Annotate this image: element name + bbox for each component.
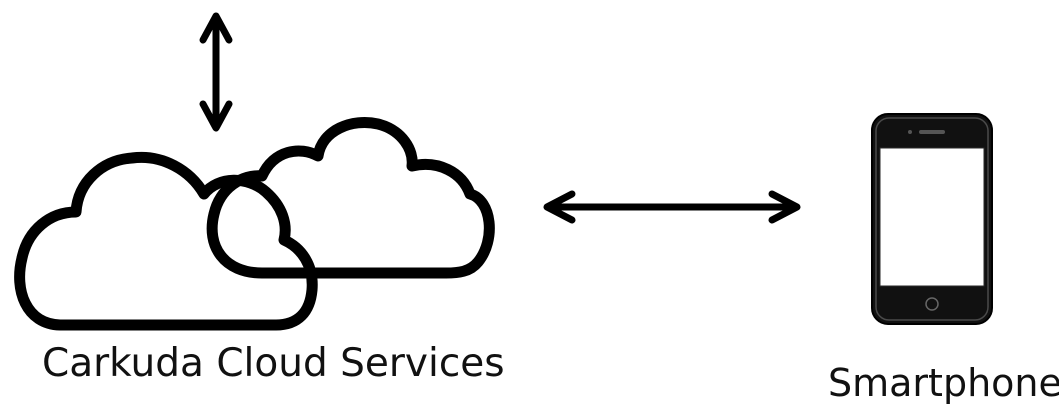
phone-bezel-highlight — [875, 117, 989, 321]
double-arrow-horizontal-icon — [543, 190, 801, 224]
double-arrow-vertical-icon — [199, 12, 233, 132]
phone-speaker — [919, 130, 945, 134]
cloud-services-label: Carkuda Cloud Services — [42, 341, 505, 386]
front-cloud-icon — [14, 151, 318, 331]
smartphone-icon — [871, 113, 993, 325]
back-cloud-icon — [206, 117, 495, 279]
phone-camera — [908, 130, 912, 134]
cloud-icon — [14, 117, 495, 331]
phone-home-button — [925, 297, 939, 311]
phone-screen — [879, 147, 985, 287]
smartphone-label: Smartphone — [828, 361, 1059, 405]
